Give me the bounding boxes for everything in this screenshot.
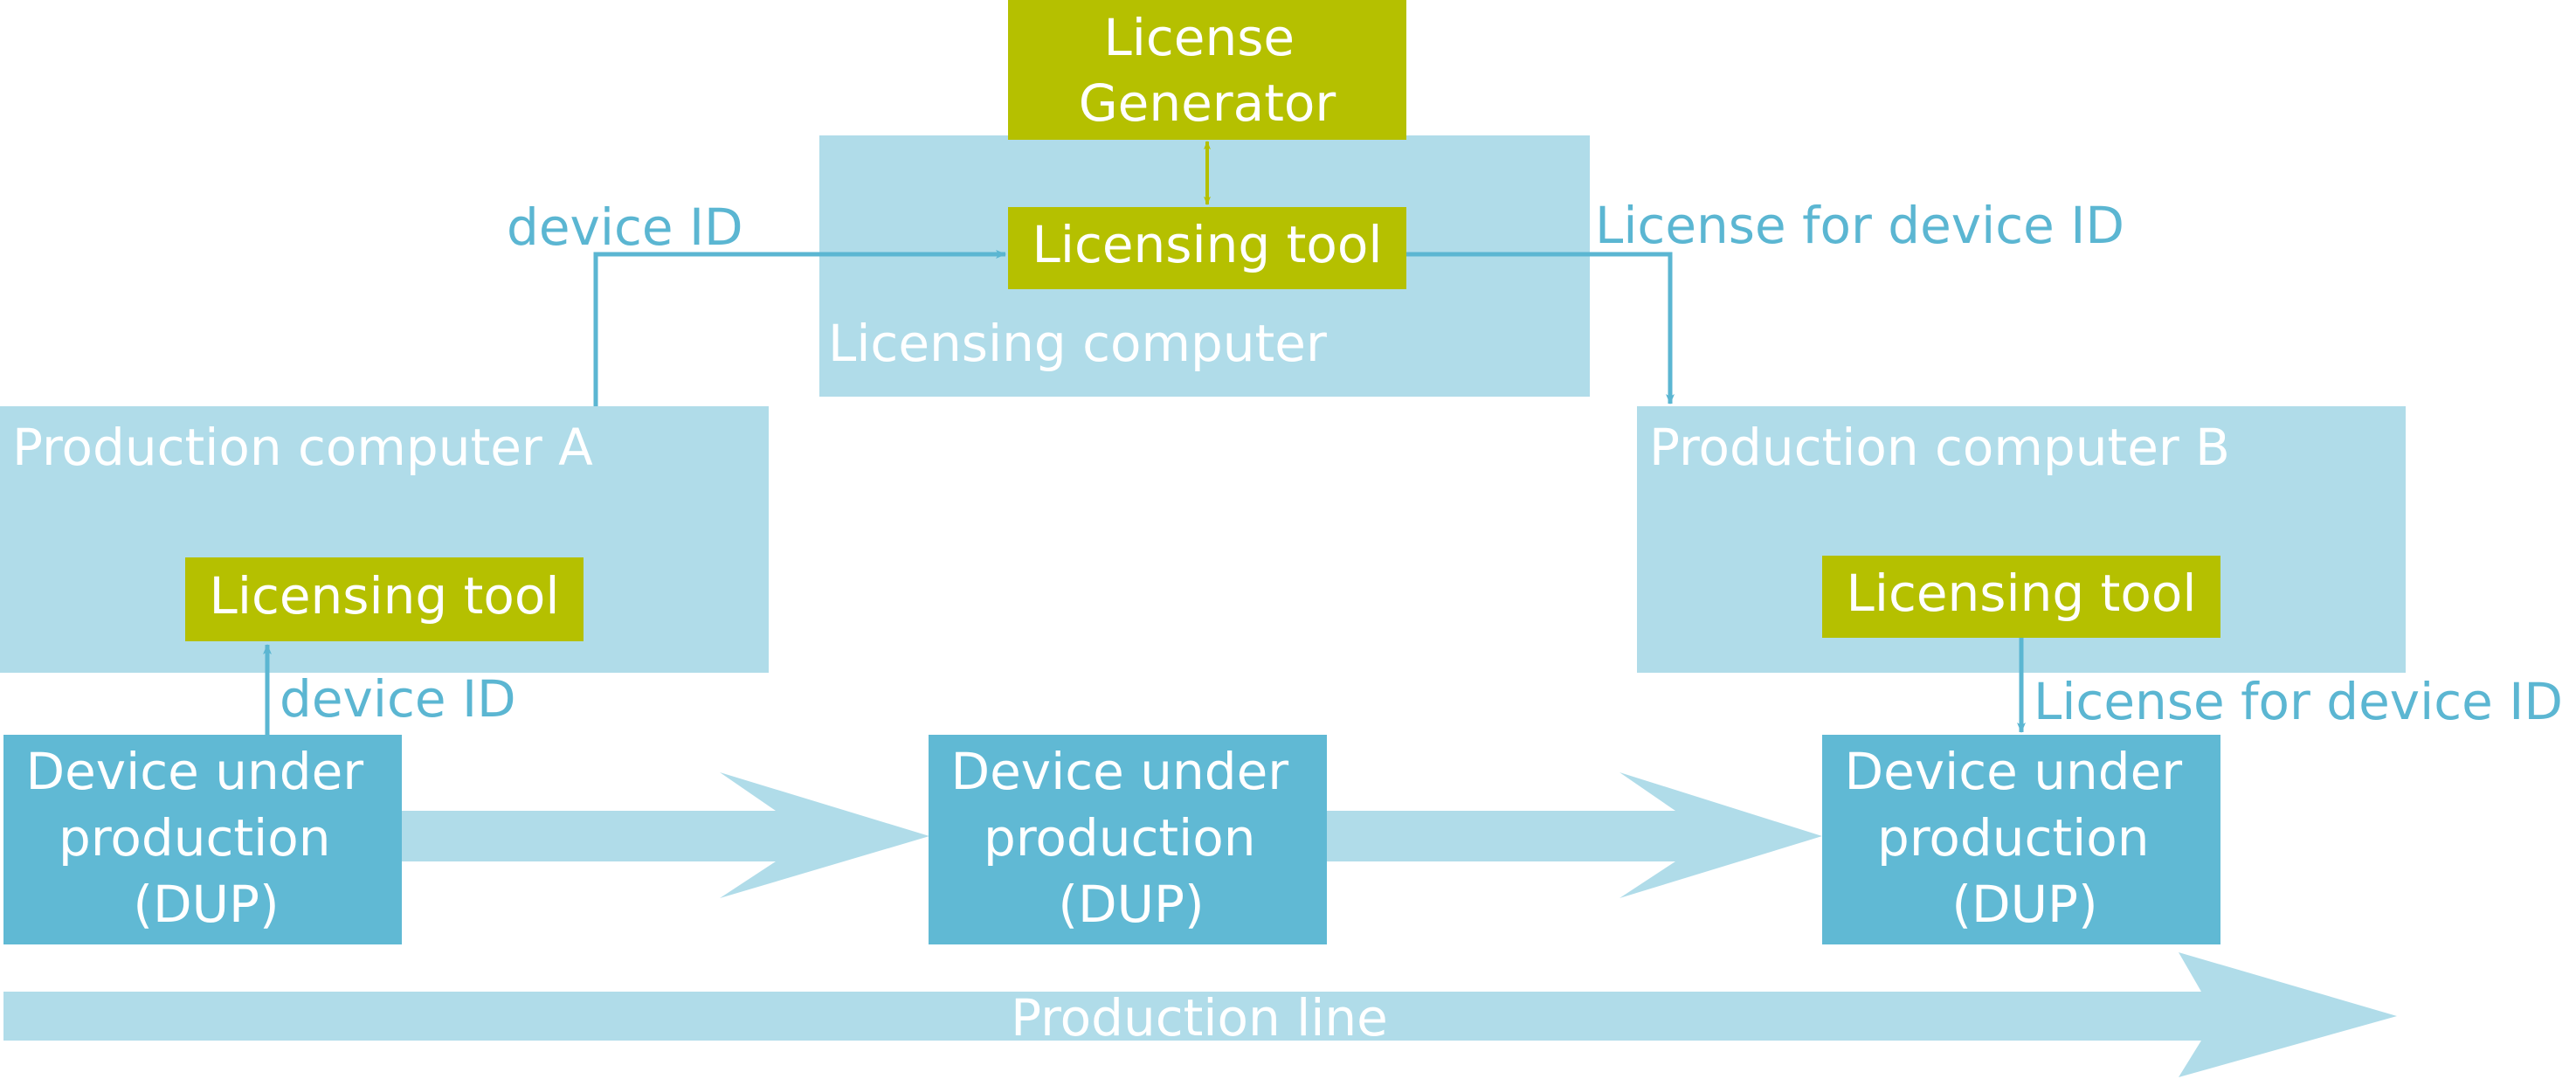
license-generator-line1: License <box>1103 8 1295 67</box>
license-generator: License Generator <box>1008 0 1406 140</box>
licensing-tool-central-label: Licensing tool <box>1032 215 1383 274</box>
device-1-line2: production <box>59 808 330 868</box>
device-under-production-2[interactable]: Device under production (DUP) <box>929 735 1327 944</box>
device-3-label: Device under production (DUP) <box>1844 742 2198 934</box>
license-for-device-id-label-bottom: License for device ID <box>2034 672 2563 731</box>
license-for-device-id-label-top: License for device ID <box>1595 196 2124 255</box>
device-2-line3: (DUP) <box>1058 875 1204 934</box>
device-under-production-1[interactable]: Device under production (DUP) <box>3 735 402 944</box>
production-line: Production line <box>3 952 2397 1077</box>
flow-arrow-2 <box>1326 772 1822 898</box>
production-line-arrow <box>3 952 2397 1077</box>
license-generator-line2: Generator <box>1079 73 1336 133</box>
device-id-label-bottom: device ID <box>280 669 516 729</box>
licensing-tool-a-label: Licensing tool <box>210 566 560 626</box>
licensing-tool-a[interactable]: Licensing tool <box>185 557 584 641</box>
device-3-line2: production <box>1877 808 2149 868</box>
device-3-line1: Device under <box>1844 742 2182 801</box>
licensing-tool-b-label: Licensing tool <box>1847 564 2197 623</box>
device-1-line3: (DUP) <box>133 875 279 934</box>
device-id-label-top: device ID <box>507 197 743 257</box>
production-computer-b-title: Production computer B <box>1649 418 2230 477</box>
device-3-box[interactable] <box>1822 735 2220 944</box>
device-1-label: Device under production (DUP) <box>25 742 379 934</box>
device-2-line1: Device under <box>950 742 1288 801</box>
device-2-box[interactable] <box>929 735 1327 944</box>
central-tool-to-computer-b-arrow <box>1406 252 1675 405</box>
license-generator-label: License Generator <box>1079 8 1336 133</box>
licensing-computer-title: Licensing computer <box>828 314 1327 373</box>
licensing-tool-central[interactable]: Licensing tool <box>1008 207 1406 289</box>
licensing-tool-central-box[interactable] <box>1008 207 1406 289</box>
device-under-production-3[interactable]: Device under production (DUP) <box>1822 735 2220 944</box>
device-1-line1: Device under <box>25 742 363 801</box>
production-computer-a: Production computer A <box>0 406 769 673</box>
production-computer-a-title: Production computer A <box>12 418 593 477</box>
production-computer-b: Production computer B <box>1637 406 2406 673</box>
license-generator-box <box>1008 0 1406 140</box>
flow-arrow-1 <box>400 772 929 898</box>
licensing-tool-b[interactable]: Licensing tool <box>1822 556 2220 638</box>
computer-a-to-central-tool-arrow <box>593 250 1006 406</box>
licensing-tool-a-box[interactable] <box>185 557 584 641</box>
device-2-line2: production <box>984 808 1255 868</box>
device-2-label: Device under production (DUP) <box>950 742 1304 934</box>
licensing-tool-b-box[interactable] <box>1822 556 2220 638</box>
device-3-line3: (DUP) <box>1951 875 2097 934</box>
device-1-box[interactable] <box>3 735 402 944</box>
production-line-label: Production line <box>1011 988 1388 1048</box>
